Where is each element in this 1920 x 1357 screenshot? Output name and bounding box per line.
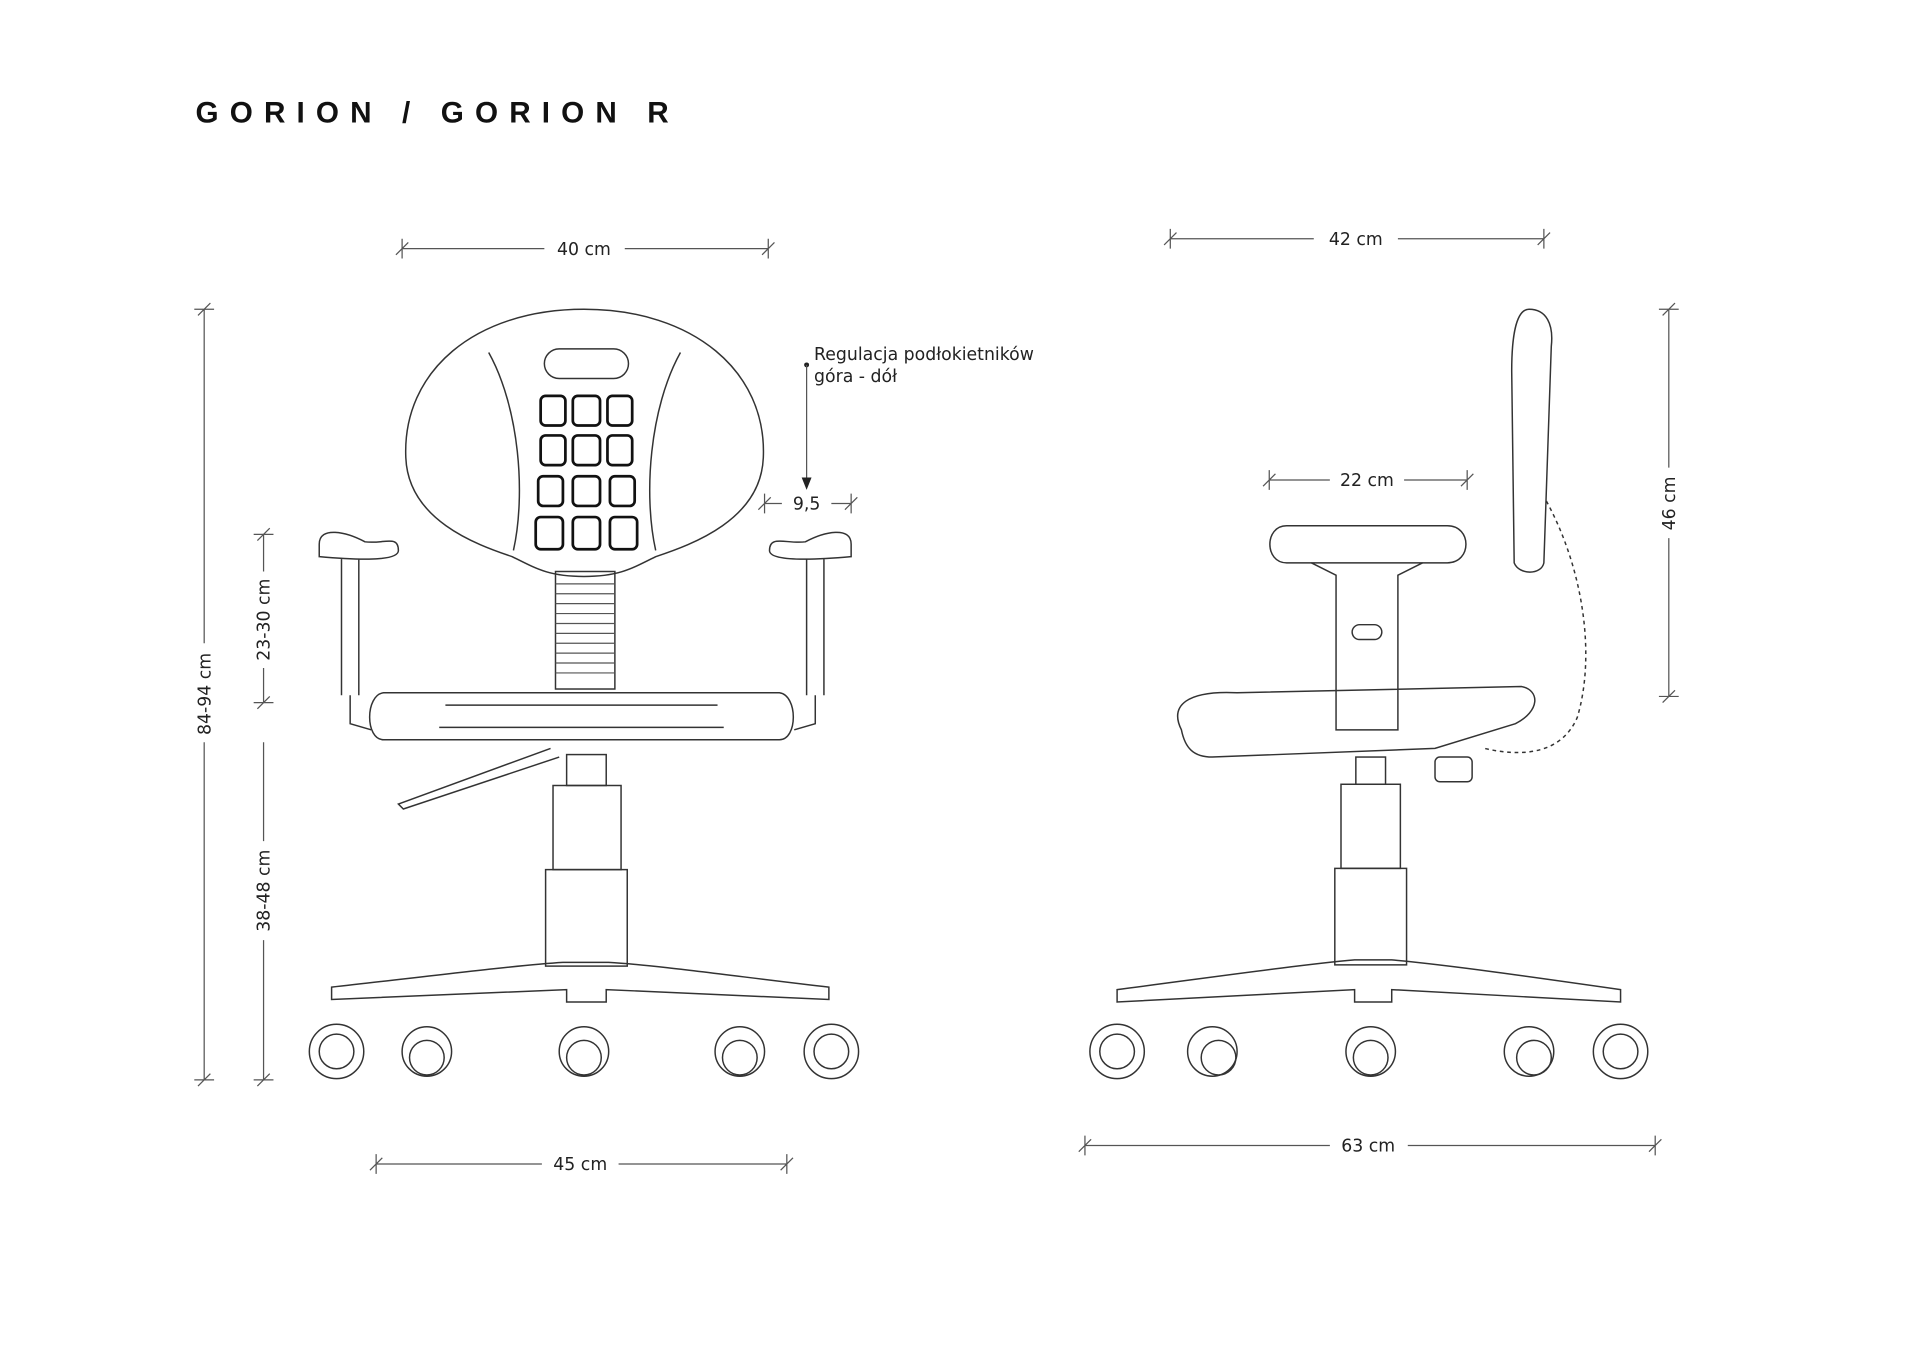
armrest-right <box>768 531 852 731</box>
gas-cylinder <box>552 784 622 871</box>
seat <box>368 691 795 741</box>
dim-base-width-side: 63 cm <box>1341 1137 1395 1157</box>
backrest-handle <box>543 348 630 380</box>
armrest-side <box>1269 524 1467 564</box>
armrest-left <box>318 531 400 731</box>
casters-front <box>308 1023 860 1080</box>
annotation-line-2: góra - dół <box>814 367 897 387</box>
chair-front-view <box>308 308 860 1080</box>
page-title: GORION / GORION R <box>196 96 680 129</box>
dim-armrest-length: 22 cm <box>1340 471 1394 491</box>
back-spine <box>554 570 616 690</box>
back-spring <box>1484 500 1587 754</box>
dim-armrest-adjust: 9,5 <box>793 495 821 515</box>
dimension-lines <box>194 228 1679 1174</box>
dim-armrest-height: 23-30 cm <box>255 579 275 661</box>
height-lever <box>397 747 560 810</box>
dim-seat-height: 38-48 cm <box>255 850 275 932</box>
casters-side <box>1089 1023 1649 1080</box>
dim-total-height: 84-94 cm <box>195 653 215 735</box>
chair-side-view <box>1089 308 1649 1080</box>
dim-backrest-width: 40 cm <box>557 240 611 260</box>
dim-base-width-front: 45 cm <box>553 1155 607 1175</box>
backrest-cells <box>534 394 639 551</box>
base-side <box>1116 959 1622 1003</box>
dim-seat-depth: 42 cm <box>1329 230 1383 250</box>
backrest-side <box>1510 308 1553 573</box>
backrest <box>405 308 765 578</box>
base <box>330 961 830 1003</box>
seat-side <box>1177 685 1536 758</box>
annotation-line-1: Regulacja podłokietników <box>814 345 1034 365</box>
dim-back-height: 46 cm <box>1660 477 1680 531</box>
